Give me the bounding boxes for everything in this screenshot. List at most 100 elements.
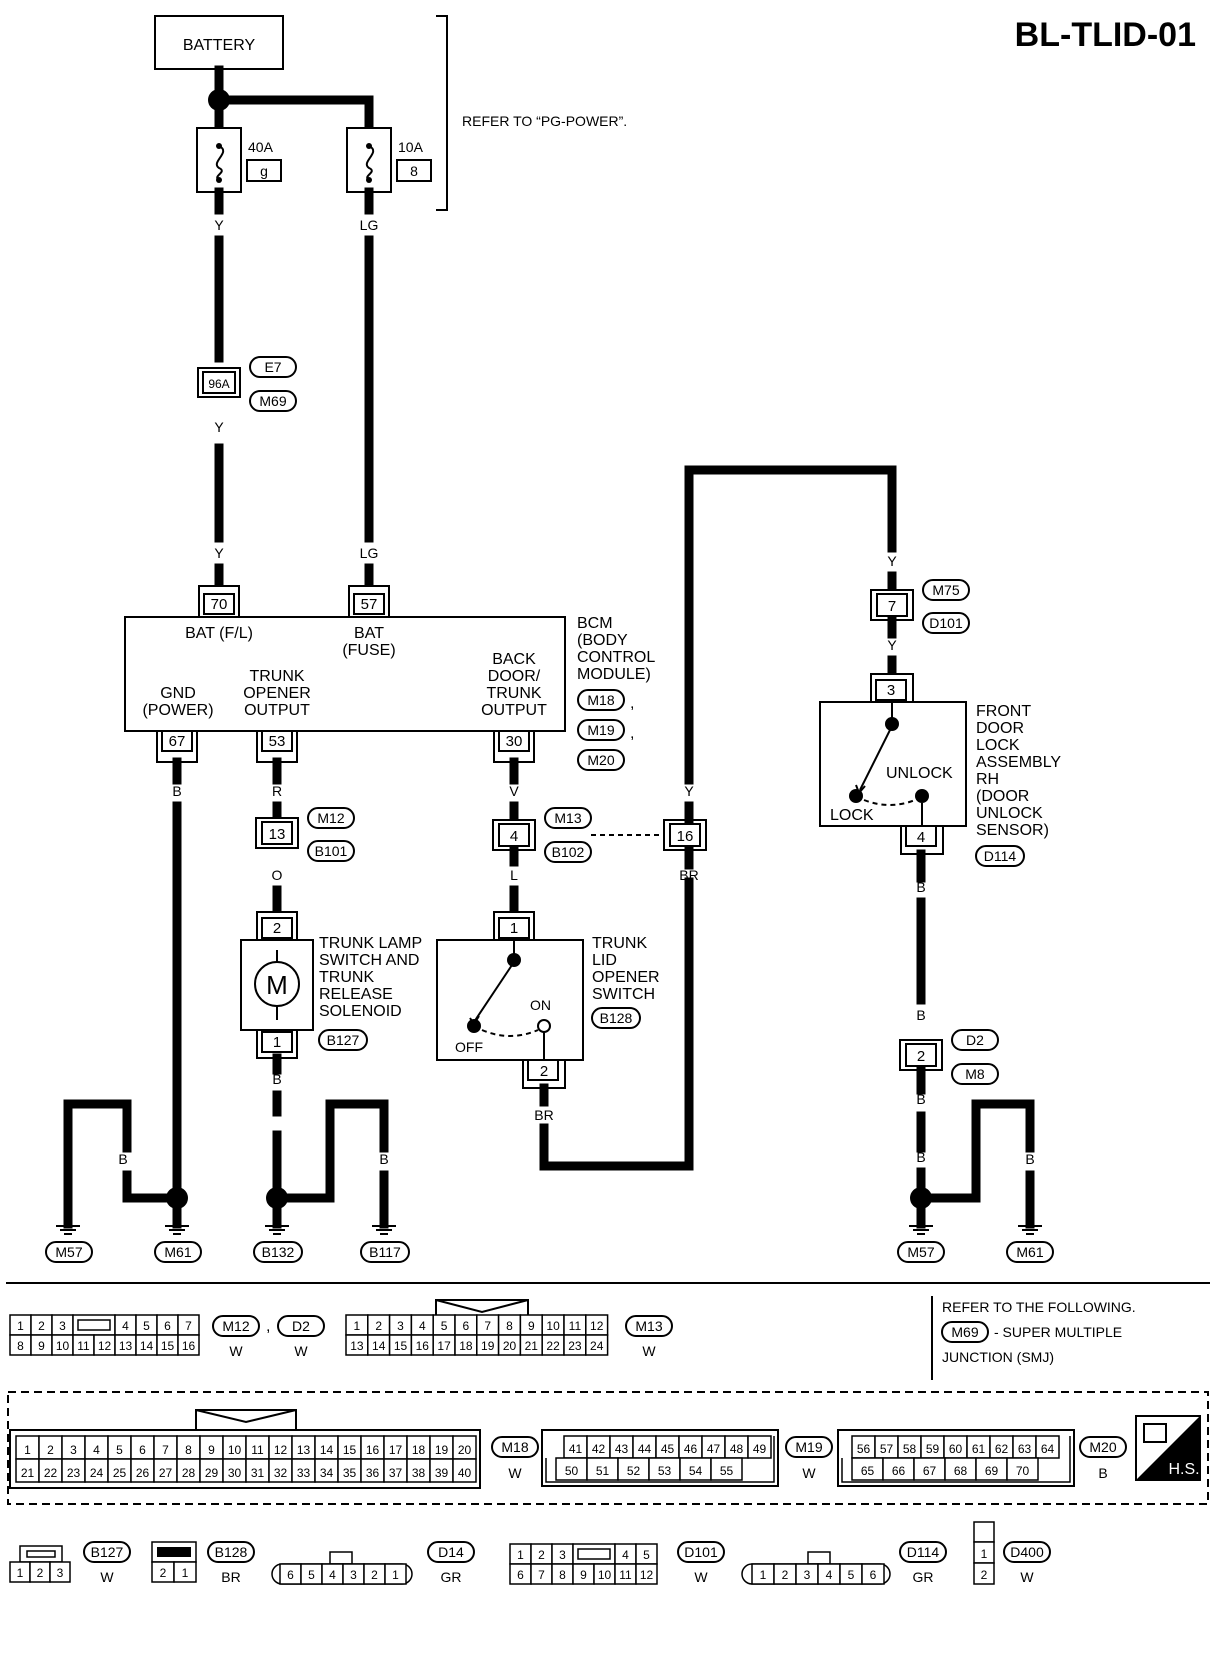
ground-label: M61 bbox=[1016, 1244, 1043, 1260]
m12-pin-number: 11 bbox=[77, 1339, 90, 1353]
d400-pin-number: 1 bbox=[981, 1547, 988, 1561]
d114-pin-number: 1 bbox=[760, 1568, 767, 1582]
m18-pin-number: 18 bbox=[412, 1443, 426, 1457]
wire-color-lg: LG bbox=[360, 217, 379, 233]
m18-pin-number: 17 bbox=[389, 1443, 403, 1457]
refer-following: REFER TO THE FOLLOWING. bbox=[942, 1299, 1136, 1315]
wire-color-r: R bbox=[272, 783, 282, 799]
m18-pin-number: 35 bbox=[343, 1466, 357, 1480]
solenoid-label: RELEASE bbox=[319, 986, 393, 1003]
d101-cell bbox=[635, 1563, 658, 1585]
m18-pin-number: 23 bbox=[67, 1466, 81, 1480]
switch-off-label: OFF bbox=[455, 1039, 483, 1055]
wire-color-b: B bbox=[971, 1151, 980, 1167]
m13-pin-number: 20 bbox=[503, 1339, 517, 1353]
m18-tag: M18 bbox=[501, 1439, 528, 1455]
m12-pin-number: 4 bbox=[122, 1319, 129, 1333]
bcm-label-trunk-opener: OUTPUT bbox=[244, 702, 310, 719]
wire-br bbox=[539, 845, 694, 1171]
b127-tag-box bbox=[318, 1029, 368, 1051]
d114-pin-number: 4 bbox=[826, 1568, 833, 1582]
m12-pin-number: 14 bbox=[140, 1339, 154, 1353]
m20-pin-number: 64 bbox=[1041, 1442, 1055, 1456]
m13-tag: M13 bbox=[635, 1318, 662, 1334]
ground-strap-middle bbox=[272, 1099, 389, 1229]
door-lock-pin-top: 3 bbox=[887, 682, 895, 699]
m13-pin-number: 3 bbox=[397, 1319, 404, 1333]
bcm-pin-30: 30 bbox=[506, 733, 523, 750]
solenoid-label: SOLENOID bbox=[319, 1003, 402, 1020]
bcm-name: BCM bbox=[577, 615, 613, 632]
m20-pin-number: 67 bbox=[923, 1464, 937, 1478]
ground-label: B132 bbox=[262, 1244, 295, 1260]
door-lock-lock-label: LOCK bbox=[830, 807, 874, 824]
m13-pin-number: 19 bbox=[481, 1339, 495, 1353]
bcm-module: 70 BAT (F/L) 57 BAT (FUSE) GND (POWER) T… bbox=[124, 585, 566, 763]
svg-text:,: , bbox=[266, 1318, 270, 1335]
m13-pin-number: 22 bbox=[546, 1339, 560, 1353]
d101-wire-color: W bbox=[694, 1569, 708, 1585]
m19-pin-number: 45 bbox=[661, 1442, 675, 1456]
d101-pin-number: 3 bbox=[559, 1548, 566, 1562]
m13-pin-number: 2 bbox=[375, 1319, 382, 1333]
m12-pin-number: 9 bbox=[38, 1339, 45, 1353]
wire-color-b: B bbox=[916, 879, 925, 895]
connector-m75: 7 M75 D101 bbox=[870, 579, 970, 634]
m12-pin-number: 5 bbox=[143, 1319, 150, 1333]
b102-tag: B102 bbox=[552, 844, 585, 860]
wire-color-b: B bbox=[325, 1151, 334, 1167]
d2-wire-color: W bbox=[294, 1343, 308, 1359]
m8-tag: M8 bbox=[965, 1066, 985, 1082]
connector-m13: 4 M13 B102 16 bbox=[492, 807, 707, 863]
d114-pin-number: 3 bbox=[804, 1568, 811, 1582]
ground-label: M61 bbox=[164, 1244, 191, 1260]
b127-pin-number: 2 bbox=[37, 1566, 44, 1580]
m12-pin-number: 12 bbox=[98, 1339, 112, 1353]
wire-color-b: B bbox=[916, 1007, 925, 1023]
m19-pin-number: 43 bbox=[615, 1442, 629, 1456]
m19-tag: M19 bbox=[795, 1439, 822, 1455]
m18-pin-number: 28 bbox=[182, 1466, 196, 1480]
d114-wire-color: GR bbox=[913, 1569, 934, 1585]
m12-pin-number: 2 bbox=[38, 1319, 45, 1333]
d101-pin-number: 2 bbox=[538, 1548, 545, 1562]
m12-pin-number: 6 bbox=[164, 1319, 171, 1333]
ground-label: B117 bbox=[369, 1244, 401, 1260]
joint-conn-m69: M69 bbox=[259, 393, 286, 409]
m20-pin-number: 66 bbox=[892, 1464, 906, 1478]
b128-pin-number: 1 bbox=[182, 1566, 189, 1580]
bcm-conn-m18: M18 bbox=[587, 692, 614, 708]
bcm-name: (BODY bbox=[577, 632, 628, 649]
m18-pin-number: 29 bbox=[205, 1466, 219, 1480]
switch-on-label: ON bbox=[530, 997, 551, 1013]
d101-pin-number: 11 bbox=[619, 1568, 632, 1582]
d400-cell bbox=[973, 1562, 995, 1585]
wire-color-y: Y bbox=[214, 337, 224, 353]
d101-pin-number: 12 bbox=[640, 1568, 654, 1582]
m75-pin: 7 bbox=[888, 598, 896, 615]
d101-tag-box bbox=[677, 1541, 725, 1563]
trunk-lid-opener-switch: 1 ON OFF 2 bbox=[436, 911, 584, 1089]
m12-tag-box bbox=[212, 1315, 260, 1337]
m12-pin-number: 16 bbox=[182, 1339, 196, 1353]
d101-pin-number: 9 bbox=[580, 1568, 587, 1582]
wire-color-y: Y bbox=[214, 419, 224, 435]
b127-tag-box bbox=[83, 1541, 131, 1563]
m12-pin: 13 bbox=[269, 826, 286, 843]
wire-color-br: BR bbox=[679, 867, 698, 883]
m13-pin-number: 15 bbox=[394, 1339, 408, 1353]
m13-pin-number: 10 bbox=[546, 1319, 560, 1333]
d101-pin-number: 8 bbox=[559, 1568, 566, 1582]
m18-pin-number: 6 bbox=[139, 1443, 146, 1457]
door-lock-label: (DOOR bbox=[976, 788, 1029, 805]
m12-pin-number: 1 bbox=[17, 1319, 24, 1333]
m20-pin-number: 69 bbox=[985, 1464, 999, 1478]
m18-pin-number: 13 bbox=[297, 1443, 311, 1457]
switch-pin-bottom: 2 bbox=[540, 1063, 548, 1080]
d101-key bbox=[577, 1548, 611, 1560]
